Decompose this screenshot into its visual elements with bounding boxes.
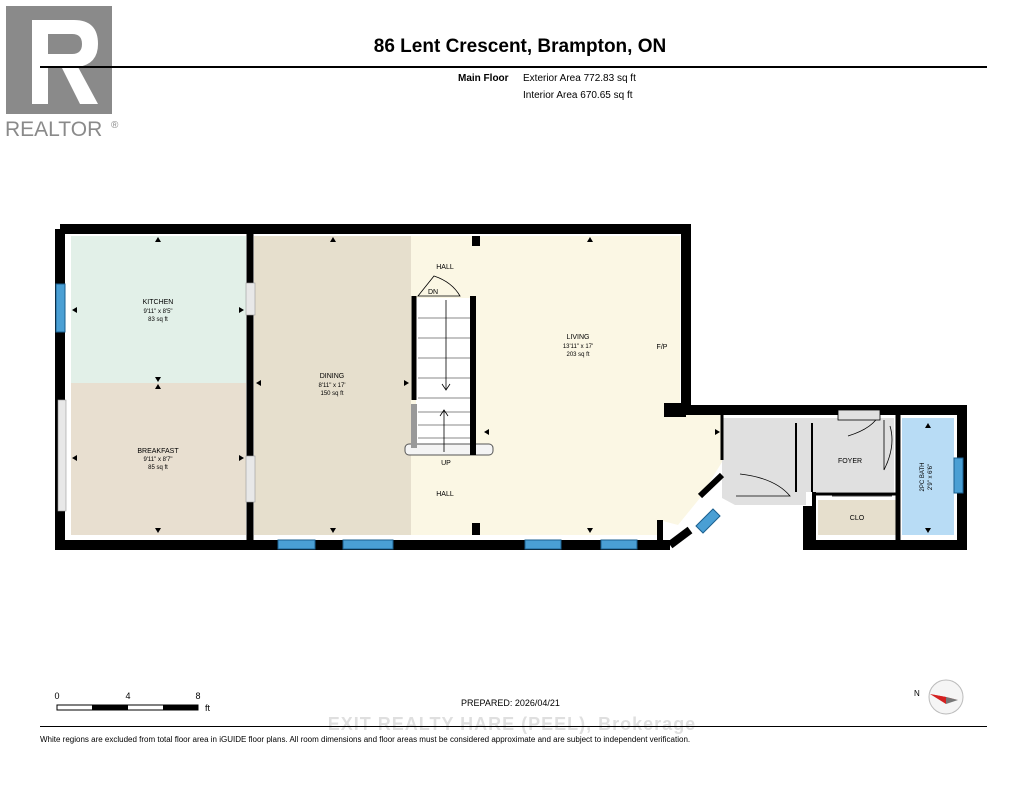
stair-landing	[404, 443, 494, 456]
bath-dims: 2'9" x 6'6"	[928, 464, 934, 490]
hall-bottom-label: HALL	[436, 491, 454, 498]
living-dims: 13'11" x 17'	[563, 344, 593, 350]
exterior-area: Exterior Area 772.83 sq ft	[523, 73, 636, 84]
scale-tick-8: 8	[195, 691, 200, 701]
walls	[55, 224, 967, 550]
dining-dims: 8'11" x 17'	[319, 383, 346, 389]
scale-unit: ft	[205, 703, 211, 713]
stair-down-arrowhead	[441, 383, 451, 391]
breakfast-dims: 9'11" x 8'7"	[143, 457, 172, 463]
fireplace-label: F/P	[657, 344, 668, 351]
stair-up-arrowhead	[439, 409, 449, 417]
closet-label: CLO	[850, 515, 865, 522]
header-divider	[40, 66, 987, 68]
floor-name: Main Floor	[458, 73, 509, 84]
door-swings	[417, 275, 893, 497]
compass-icon: N	[914, 679, 964, 715]
living-area-text: 203 sq ft	[566, 352, 589, 358]
breakfast-label: BREAKFAST	[137, 448, 179, 455]
dining-label: DINING	[320, 373, 345, 380]
openings	[57, 282, 256, 512]
foyer-area	[722, 418, 894, 505]
stair-down-label: DN	[428, 289, 438, 296]
realtor-logo-text: REALTOR	[5, 118, 102, 138]
hall-top-label: HALL	[436, 264, 454, 271]
breakfast-area-text: 85 sq ft	[148, 465, 168, 471]
closet-area	[818, 500, 896, 535]
stair-up-label: UP	[441, 460, 451, 467]
bath-area	[902, 418, 954, 535]
living-label: LIVING	[567, 334, 590, 341]
living-area	[411, 236, 722, 535]
dimension-markers	[72, 237, 931, 533]
interior-area: Interior Area 670.65 sq ft	[523, 90, 633, 101]
footer-divider	[40, 726, 987, 727]
compass-north-label: N	[914, 689, 920, 698]
scale-tick-4: 4	[125, 691, 130, 701]
brokerage-watermark: EXIT REALTY HARE (PEEL), Brokerage	[327, 714, 697, 734]
dining-area	[254, 236, 411, 535]
scale-tick-0: 0	[54, 691, 59, 701]
scale-bar: 0 4 8 ft	[54, 691, 211, 713]
disclaimer-text: White regions are excluded from total fl…	[40, 735, 691, 744]
windows	[55, 283, 964, 550]
kitchen-dims: 9'11" x 8'5"	[143, 309, 172, 315]
page-title: 86 Lent Crescent, Brampton, ON	[373, 36, 667, 57]
breakfast-area	[71, 383, 246, 535]
kitchen-area	[71, 236, 246, 383]
foyer-door	[837, 409, 881, 421]
registered-mark: ®	[111, 120, 119, 131]
stair-rail	[411, 404, 417, 448]
kitchen-area-text: 83 sq ft	[148, 317, 168, 323]
realtor-logo: REALTOR ®	[5, 6, 119, 138]
kitchen-label: KITCHEN	[143, 299, 174, 306]
foyer-label: FOYER	[838, 458, 862, 465]
prepared-date: PREPARED: 2026/04/21	[461, 698, 560, 708]
bath-label: 2PC BATH	[920, 463, 926, 492]
dining-area-text: 150 sq ft	[320, 391, 343, 397]
